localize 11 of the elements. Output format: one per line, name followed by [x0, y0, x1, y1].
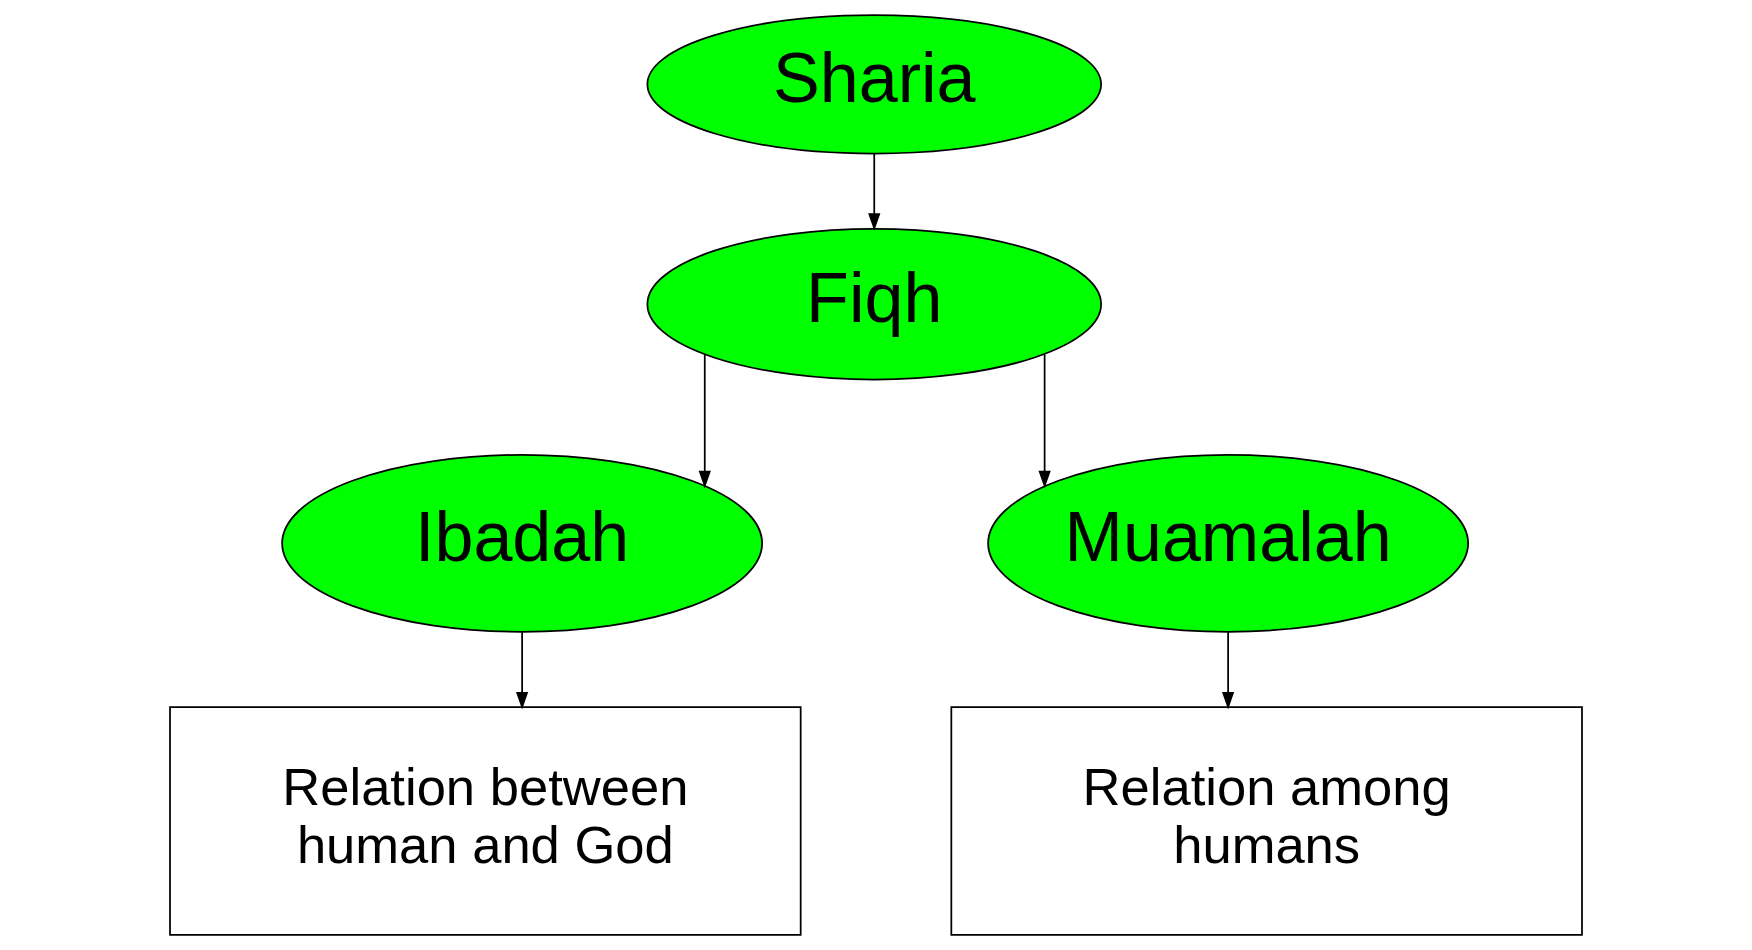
node-box: Relation among humans — [950, 706, 1583, 936]
node-ellipse: Muamalah — [987, 453, 1469, 633]
arrow — [868, 153, 881, 231]
arrow — [516, 631, 529, 710]
node-box: Relation between human and God — [169, 706, 802, 936]
node-ellipse: Fiqh — [646, 228, 1102, 381]
arrow — [698, 353, 711, 489]
node-ellipse: Ibadah — [281, 453, 763, 633]
node-ellipse: Sharia — [646, 14, 1102, 155]
arrow — [1222, 631, 1235, 710]
arrow — [1038, 353, 1051, 489]
